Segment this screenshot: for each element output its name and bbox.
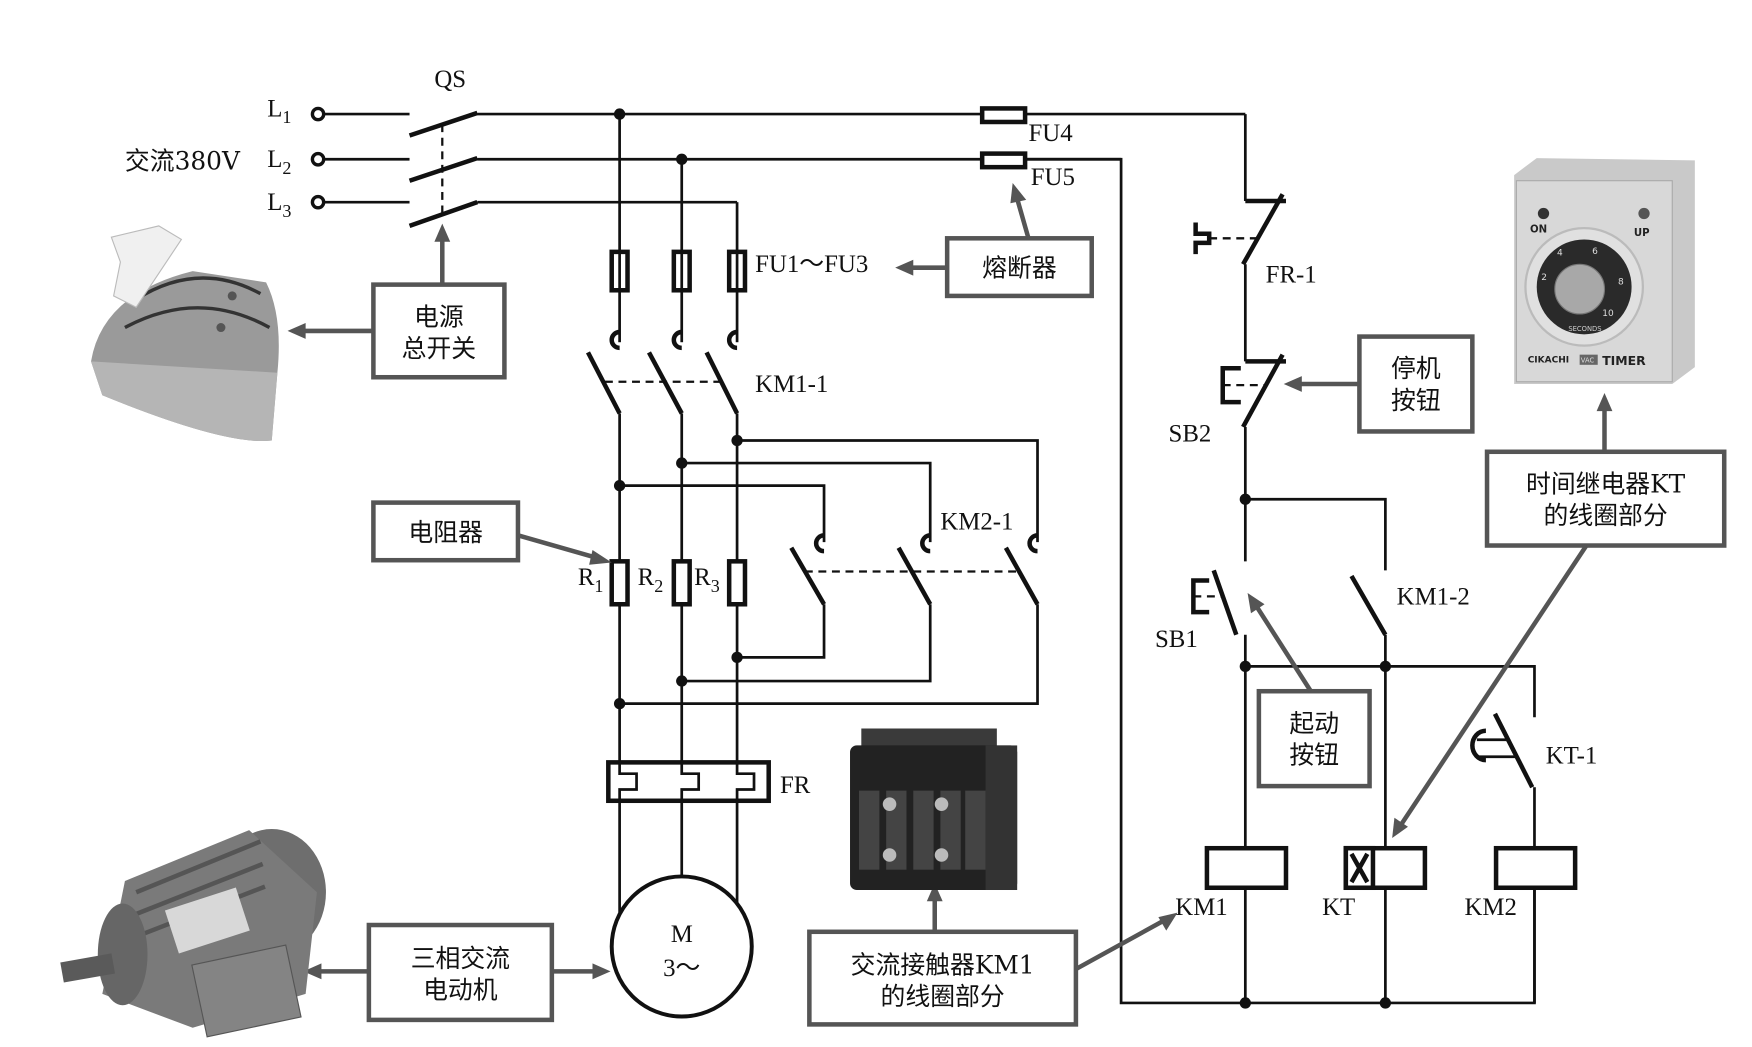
motor-symbol: M 3～ [609, 874, 754, 1019]
line-l2-label: L2 [267, 146, 291, 178]
timer-up-label: UP [1634, 228, 1650, 239]
line-l3-label: L3 [267, 189, 291, 221]
coil-kt [1343, 845, 1428, 891]
contact-kt-1 [1470, 712, 1535, 789]
km1-2-label: KM1-2 [1397, 583, 1470, 610]
svg-text:按钮: 按钮 [1391, 386, 1441, 415]
contact-km1-1 [585, 329, 740, 415]
callout-motor: 三相交流 电动机 [303, 922, 611, 1023]
fuse-fu4 [979, 106, 1028, 125]
timer-relay-photo: ON UP 4 6 8 10 2 SECONDS CIKACHI VAC TIM… [1514, 158, 1695, 385]
callout-resistor: 电阻器 [371, 500, 612, 565]
contact-km2-1 [789, 533, 1040, 606]
svg-text:交流接触器KM1: 交流接触器KM1 [851, 951, 1035, 980]
fu4-label: FU4 [1028, 120, 1073, 147]
svg-text:的线圈部分: 的线圈部分 [1544, 501, 1668, 530]
contact-fr-1 [1193, 193, 1286, 266]
svg-text:4: 4 [1557, 248, 1563, 258]
resistors [609, 559, 748, 607]
svg-text:停机: 停机 [1391, 354, 1441, 383]
svg-text:三相交流: 三相交流 [411, 944, 510, 973]
svg-text:6: 6 [1592, 247, 1598, 257]
svg-text:起动: 起动 [1289, 709, 1339, 738]
svg-text:的线圈部分: 的线圈部分 [881, 982, 1005, 1011]
km1-1-label: KM1-1 [755, 371, 828, 398]
r2-label: R2 [638, 564, 664, 596]
coil-km1 [1204, 845, 1289, 891]
terminal-l1 [310, 106, 326, 122]
motor-label-m: M [671, 921, 693, 948]
svg-text:VAC: VAC [1581, 357, 1595, 365]
svg-text:SECONDS: SECONDS [1568, 325, 1601, 333]
fr-1-label: FR-1 [1266, 261, 1317, 288]
main-circuit: FU1～FU3 KM1-1 [578, 108, 1040, 1019]
coil-km1-label: KM1 [1175, 894, 1227, 921]
main-switch-label: QS [434, 66, 466, 93]
knife-switch-photo [91, 225, 279, 442]
svg-text:电源: 电源 [414, 302, 464, 331]
contactor-photo [850, 728, 1018, 891]
callout-stop: 停机 按钮 [1283, 334, 1475, 434]
fuse-fu5 [979, 151, 1028, 170]
svg-text:电阻器: 电阻器 [408, 518, 483, 547]
svg-text:电动机: 电动机 [423, 975, 498, 1004]
coil-km2 [1493, 845, 1578, 891]
terminal-l2 [310, 151, 326, 167]
start-button-sb1[interactable] [1191, 569, 1239, 636]
svg-text:总开关: 总开关 [402, 334, 477, 363]
callout-timer: 时间继电器KT 的线圈部分 [1392, 393, 1727, 839]
resistor-r1 [609, 559, 630, 607]
contact-km1-2 [1349, 574, 1388, 636]
resistor-r2 [671, 559, 692, 607]
svg-text:10: 10 [1602, 309, 1614, 319]
motor-photo [60, 829, 326, 1038]
km2-1-label: KM2-1 [940, 509, 1013, 536]
callout-contactor: 交流接触器KM1 的线圈部分 [807, 883, 1178, 1027]
fuses-main-label: FU1～FU3 [755, 251, 868, 278]
line-l1-label: L1 [267, 95, 291, 127]
resistor-r3 [726, 559, 748, 607]
timer-brand: CIKACHI [1528, 356, 1569, 366]
callouts: 电源 总开关 熔断器 电阻器 三相交流 电动机 [287, 182, 1727, 1027]
coil-kt-label: KT [1322, 894, 1355, 921]
callout-start: 起动 按钮 [1247, 592, 1372, 789]
fu5-label: FU5 [1031, 164, 1075, 191]
fuses-fu1-fu3 [609, 249, 748, 293]
timer-model: TIMER [1602, 353, 1646, 368]
main-switch-qs [408, 110, 479, 229]
sb1-label: SB1 [1155, 626, 1198, 653]
terminal-l3 [310, 194, 326, 210]
motor-label-phase: 3～ [663, 955, 700, 982]
r3-label: R3 [694, 564, 720, 596]
supply-label: 交流380V [125, 146, 241, 175]
timer-on-label: ON [1530, 225, 1547, 236]
fr-label: FR [780, 772, 811, 799]
thermal-overload-fr [606, 760, 771, 804]
kt-1-label: KT-1 [1546, 743, 1598, 770]
r1-label: R1 [578, 564, 604, 596]
svg-text:8: 8 [1618, 278, 1624, 288]
svg-text:时间继电器KT: 时间继电器KT [1526, 469, 1686, 498]
power-input: QS 交流380V L1 L2 L3 [125, 66, 1246, 229]
stop-button-sb2[interactable] [1220, 353, 1286, 429]
svg-text:2: 2 [1541, 273, 1547, 283]
coil-km2-label: KM2 [1464, 894, 1516, 921]
callout-main-switch: 电源 总开关 [287, 223, 507, 380]
control-circuit: FU4 FU5 FR-1 SB2 [979, 106, 1598, 1009]
sb2-label: SB2 [1169, 421, 1212, 448]
svg-text:熔断器: 熔断器 [982, 254, 1057, 283]
callout-fuse: 熔断器 [895, 182, 1094, 299]
svg-text:按钮: 按钮 [1289, 741, 1339, 770]
